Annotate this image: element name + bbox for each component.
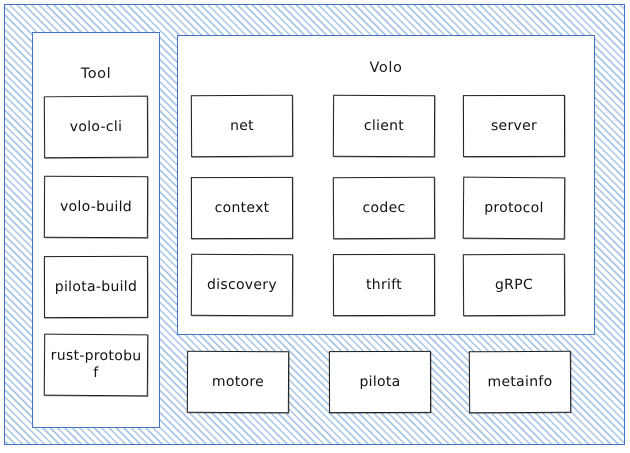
node-label: thrift	[365, 276, 403, 293]
node-label: server	[490, 117, 538, 134]
node-pilota[interactable]: pilota	[328, 350, 432, 414]
node-label: pilota-build	[54, 278, 138, 295]
node-thrift[interactable]: thrift	[332, 253, 436, 317]
node-metainfo[interactable]: metainfo	[468, 350, 572, 414]
tool-panel: Tool volo-cli volo-build pilota-build ru…	[32, 32, 160, 428]
node-label: codec	[362, 199, 406, 216]
node-codec[interactable]: codec	[332, 176, 436, 240]
node-label: volo-build	[59, 198, 133, 215]
node-client[interactable]: client	[332, 94, 436, 158]
node-context[interactable]: context	[190, 176, 294, 240]
tool-panel-title: Tool	[80, 66, 112, 82]
volo-panel-title: Volo	[369, 60, 403, 76]
node-protocol[interactable]: protocol	[462, 176, 566, 240]
node-net[interactable]: net	[190, 94, 294, 158]
node-label: protocol	[484, 199, 544, 216]
node-label: gRPC	[494, 276, 534, 293]
volo-panel: Volo net client server context codec pro…	[177, 35, 595, 335]
node-label: client	[363, 117, 405, 134]
node-label: discovery	[206, 276, 278, 293]
node-label: net	[229, 117, 254, 134]
node-label: context	[214, 199, 270, 216]
node-label: rust-protobuf	[50, 347, 142, 382]
node-server[interactable]: server	[462, 94, 566, 158]
node-volo-build[interactable]: volo-build	[43, 175, 149, 239]
node-volo-cli[interactable]: volo-cli	[43, 95, 149, 159]
node-discovery[interactable]: discovery	[190, 253, 294, 317]
node-label: pilota	[359, 373, 401, 390]
node-pilota-build[interactable]: pilota-build	[43, 255, 149, 319]
node-grpc[interactable]: gRPC	[462, 253, 566, 317]
node-label: metainfo	[487, 373, 553, 390]
node-motore[interactable]: motore	[186, 350, 290, 414]
outer-container: Tool volo-cli volo-build pilota-build ru…	[4, 4, 625, 445]
node-rust-protobuf[interactable]: rust-protobuf	[43, 333, 149, 397]
node-label: motore	[211, 373, 265, 390]
node-label: volo-cli	[69, 118, 123, 135]
